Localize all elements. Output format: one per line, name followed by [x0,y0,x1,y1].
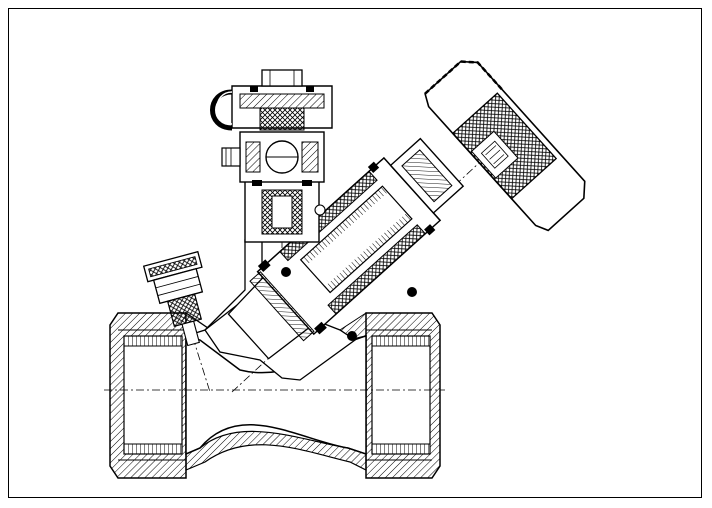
handwheel [424,60,586,232]
drawing-frame [8,8,702,498]
top-measuring-port [210,69,333,243]
drain-test-cap [142,250,204,347]
body-plug [281,204,417,341]
right-port [365,312,441,479]
bonnet-housing [227,137,465,360]
left-port [109,312,187,479]
